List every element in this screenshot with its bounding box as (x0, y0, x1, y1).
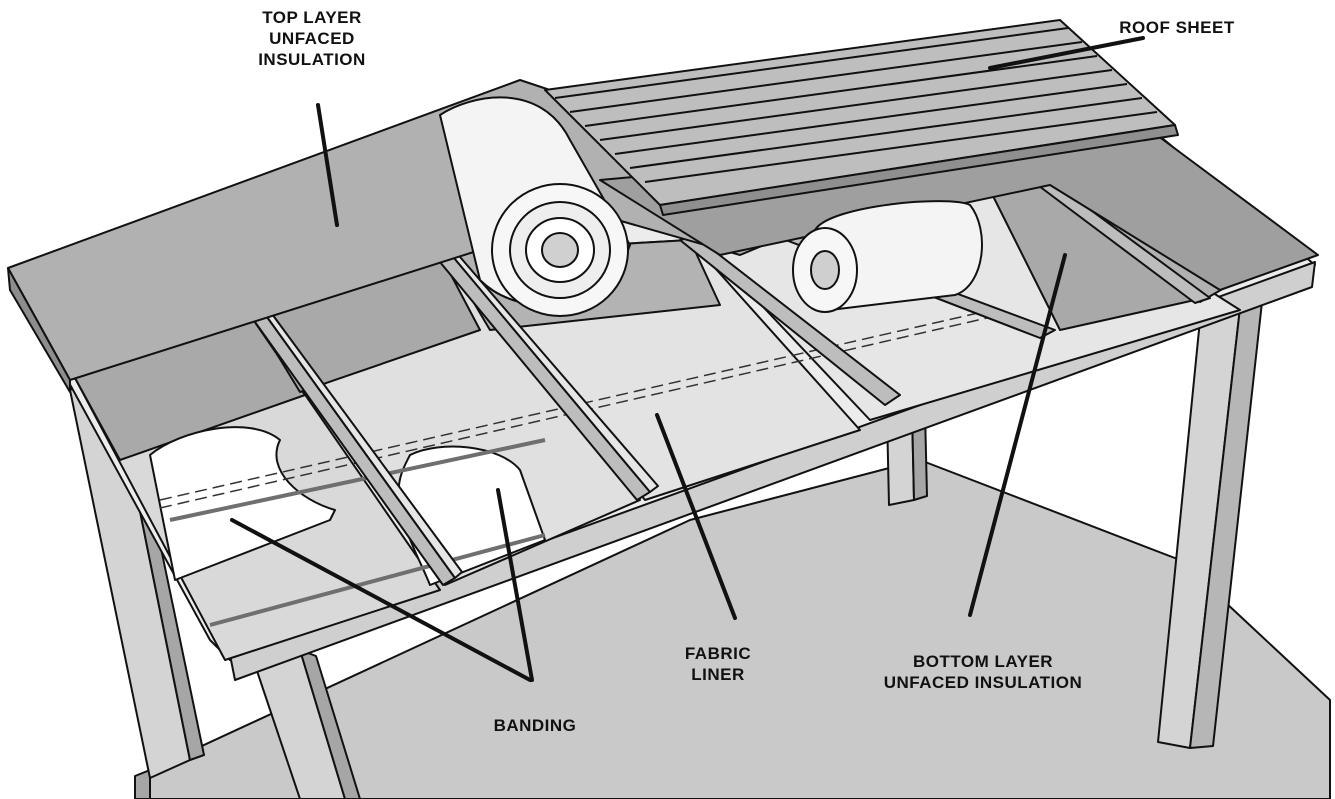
leader-roof-sheet (988, 36, 1145, 70)
leader-banding-1 (230, 518, 532, 682)
label-line: UNFACED INSULATION (883, 673, 1083, 692)
label-fabric-liner: FABRIC LINER (668, 643, 768, 685)
label-line: UNFACED (269, 29, 355, 48)
insulation-roll-large (439, 96, 631, 317)
corrugated-roof-sheet (544, 19, 1179, 216)
label-bottom-layer-unfaced-insulation: BOTTOM LAYER UNFACED INSULATION (838, 651, 1128, 693)
label-line: LINER (691, 665, 745, 684)
floor-slab (134, 459, 1331, 799)
banding-lines (169, 438, 546, 627)
label-line: ROOF SHEET (1119, 18, 1235, 37)
label-banding: BANDING (470, 715, 600, 736)
label-roof-sheet: ROOF SHEET (1112, 17, 1242, 38)
leader-fabric-liner (655, 413, 737, 620)
leader-lines (230, 36, 1145, 682)
label-line: FABRIC (684, 644, 752, 663)
label-line: INSULATION (258, 50, 366, 69)
label-line: BOTTOM LAYER (912, 652, 1054, 671)
insulation-roll-small (792, 200, 983, 313)
leader-top-layer (316, 103, 339, 227)
label-line: BANDING (493, 716, 577, 735)
leader-bottom-layer (968, 253, 1067, 617)
label-top-layer-unfaced-insulation: TOP LAYER UNFACED INSULATION (232, 7, 392, 70)
leader-banding-2 (496, 488, 534, 682)
label-line: TOP LAYER (262, 8, 362, 27)
